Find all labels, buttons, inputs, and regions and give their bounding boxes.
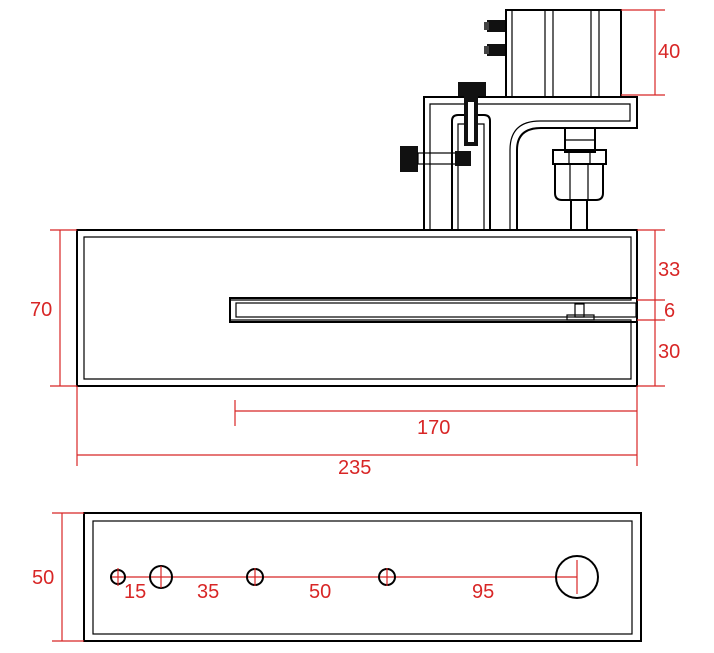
side-knob-nut [455,151,471,166]
dim-label-lower-thickness: 30 [658,341,680,363]
hex-nut [554,163,604,201]
front-view [76,9,638,387]
air-fitting-bottom-tip [484,46,489,54]
bottom-view-dimensions: 50 15 35 50 95 [32,512,494,642]
dim-label-total-height: 70 [30,299,52,321]
top-knob [458,82,486,96]
main-body-outer [76,229,638,387]
dim-label-slot-length: 170 [417,417,450,439]
punch-pin [574,303,585,318]
air-fitting-top-tip [484,22,489,30]
slot [229,297,638,323]
side-knob [400,146,418,172]
bottom-plate-inner [92,520,633,635]
support-bracket-inner [429,103,631,230]
dim-label-spacing-4: 95 [472,581,494,603]
front-view-dimensions: 70 235 170 33 6 30 40 [30,9,680,479]
piston-rod-lower [570,199,588,231]
dim-label-slot-gap: 6 [664,300,675,322]
dim-label-width: 50 [32,567,54,589]
main-body-inner [83,236,632,380]
dim-label-upper-thickness: 33 [658,259,680,281]
hole-5 [555,555,599,599]
dim-label-spacing-1: 15 [124,581,146,603]
top-knob-stem-hole [468,102,474,142]
support-bracket [423,96,638,230]
dim-label-spacing-2: 35 [197,581,219,603]
dim-label-cylinder-height: 40 [658,41,680,63]
air-fitting-top [487,20,505,32]
bottom-plate-outer [83,512,642,642]
air-fitting-bottom [487,44,505,56]
slot-inner [235,302,637,318]
dim-label-total-length: 235 [338,457,371,479]
dim-label-spacing-3: 50 [309,581,331,603]
bottom-view [83,512,642,642]
punch-pin-base [566,314,595,321]
air-cylinder [505,9,622,98]
